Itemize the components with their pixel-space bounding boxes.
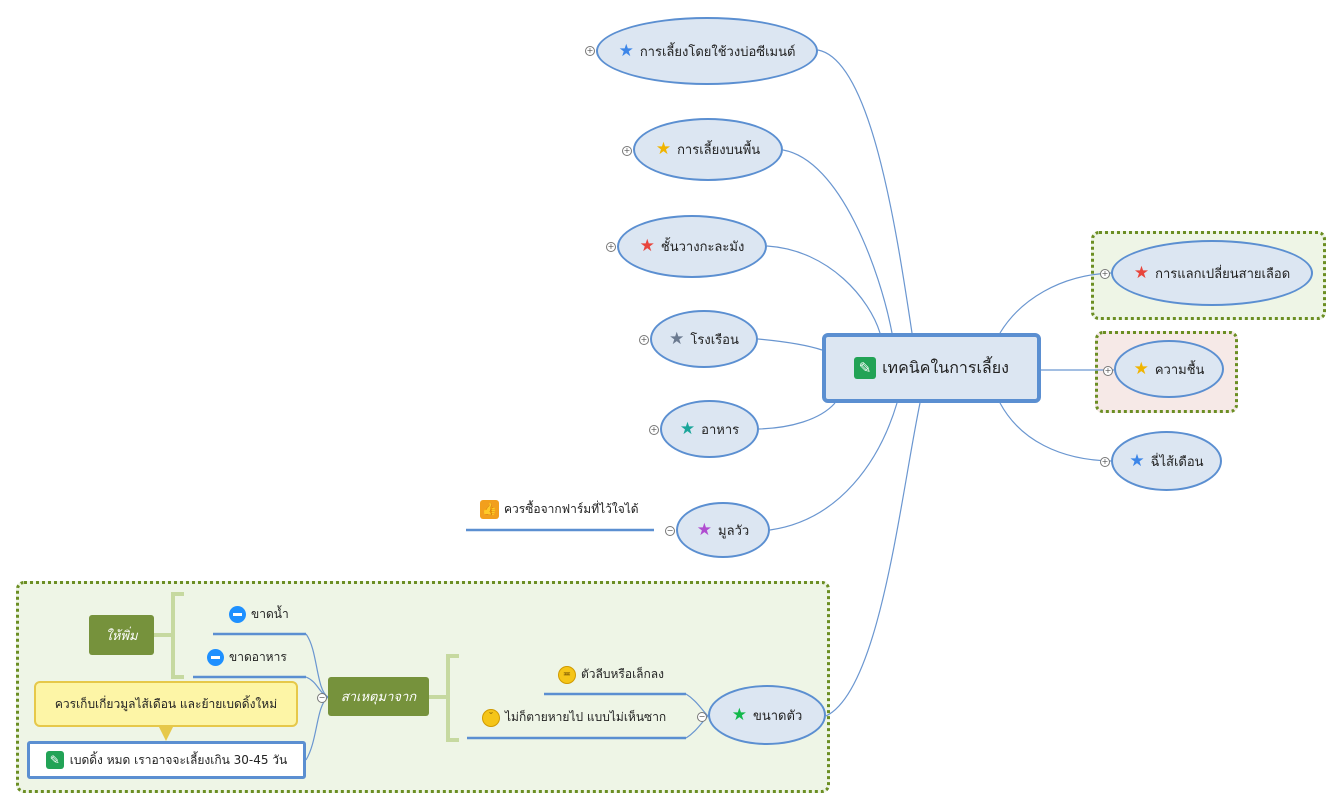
topic-humidity[interactable]: ★ ความชื้น: [1114, 340, 1224, 398]
callout-label: ควรเก็บเกี่ยวมูลไส้เดือน และย้ายเบดดิ้งใ…: [54, 696, 278, 711]
callout-pointer: [158, 725, 174, 741]
topic-label: การเลี้ยงโดยใช้วงบ่อซีเมนต์: [639, 44, 796, 60]
topic-label: การเลี้ยงบนพื้น: [677, 143, 761, 158]
manure-note-label: ควรซื้อจากฟาร์มที่ไว้ใจได้: [504, 502, 639, 516]
star-icon: ★: [1129, 450, 1145, 471]
harvest-callout[interactable]: ควรเก็บเกี่ยวมูลไส้เดือน และย้ายเบดดิ้งใ…: [34, 681, 298, 727]
central-topic-label: เทคนิคในการเลี้ยง: [882, 357, 1009, 377]
minus-icon: [229, 606, 246, 623]
subtopic-label: ไม่ก็ตายหายไป แบบไม่เห็นซาก: [505, 710, 667, 724]
minus-icon: [207, 649, 224, 666]
expand-icon[interactable]: +: [649, 425, 659, 435]
expand-icon[interactable]: +: [1100, 269, 1110, 279]
cause-no-food[interactable]: ขาดอาหาร: [207, 648, 287, 667]
cause-group-box[interactable]: ให้พิ่ม: [89, 615, 154, 655]
star-icon: ★: [679, 418, 696, 439]
cause-box[interactable]: สาเหตุมาจาก: [328, 677, 429, 716]
expand-icon[interactable]: +: [639, 335, 649, 345]
pencil-icon: ✎: [854, 357, 877, 379]
collapse-icon[interactable]: −: [697, 712, 707, 722]
topic-label: ขนาดตัว: [752, 708, 803, 724]
expand-icon[interactable]: +: [622, 146, 632, 156]
topic-basin-shelf[interactable]: ★ ชั้นวางกะละมัง: [617, 215, 767, 278]
topic-cement-ring[interactable]: ★ การเลี้ยงโดยใช้วงบ่อซีเมนต์: [596, 17, 818, 85]
expand-icon[interactable]: +: [606, 242, 616, 252]
manure-note[interactable]: 👍 ควรซื้อจากฟาร์มที่ไว้ใจได้: [480, 500, 639, 519]
star-icon: ★: [1133, 262, 1150, 283]
bedding-note-label: เบดดิ้ง หมด เราอาจจะเลี้ยงเกิน 30-45 วัน: [69, 752, 288, 767]
star-icon: ★: [639, 236, 655, 256]
star-icon: ★: [669, 328, 685, 349]
cause-item-label: ขาดอาหาร: [229, 650, 287, 664]
star-icon: ★: [1133, 358, 1149, 379]
cause-group-label: ให้พิ่ม: [105, 628, 138, 644]
topic-label: โรงเรือน: [690, 332, 739, 348]
neutral-face-icon: ≖: [558, 665, 576, 684]
topic-label: ความชื้น: [1154, 362, 1205, 378]
star-icon: ★: [731, 704, 747, 725]
topic-worm-urine[interactable]: ★ ฉี่ไส้เดือน: [1111, 431, 1222, 491]
topic-shed[interactable]: ★ โรงเรือน: [650, 310, 758, 368]
subtopic-shrink[interactable]: ≖ ตัวลีบหรือเล็กลง: [558, 665, 664, 684]
expand-icon[interactable]: +: [585, 46, 595, 56]
star-icon: ★: [655, 139, 672, 159]
topic-label: อาหาร: [701, 422, 740, 438]
topic-on-floor[interactable]: ★ การเลี้ยงบนพื้น: [633, 118, 783, 181]
collapse-icon[interactable]: −: [317, 693, 327, 703]
subtopic-label: ตัวลีบหรือเล็กลง: [581, 667, 664, 681]
star-icon: ★: [618, 40, 634, 61]
cause-label: สาเหตุมาจาก: [340, 690, 417, 705]
pencil-icon: ✎: [45, 751, 64, 769]
star-icon: ★: [696, 519, 713, 540]
topic-label: การแลกเปลี่ยนสายเลือด: [1155, 266, 1291, 282]
expand-icon[interactable]: +: [1100, 457, 1110, 467]
topic-body-size[interactable]: ★ ขนาดตัว: [708, 685, 826, 745]
subtopic-disappear[interactable]: ˘ ไม่ก็ตายหายไป แบบไม่เห็นซาก: [482, 708, 666, 727]
topic-label: มูลวัว: [718, 523, 750, 539]
collapse-icon[interactable]: −: [665, 526, 675, 536]
topic-food[interactable]: ★ อาหาร: [660, 400, 759, 458]
thumbs-up-icon: 👍: [480, 500, 499, 519]
cause-no-water[interactable]: ขาดน้ำ: [229, 605, 289, 624]
topic-label: ชั้นวางกะละมัง: [660, 240, 745, 255]
expand-icon[interactable]: +: [1103, 366, 1113, 376]
crying-face-icon: ˘: [482, 708, 500, 727]
cause-item-label: ขาดน้ำ: [251, 607, 289, 621]
topic-label: ฉี่ไส้เดือน: [1150, 454, 1204, 470]
bedding-note-box[interactable]: ✎ เบดดิ้ง หมด เราอาจจะเลี้ยงเกิน 30-45 ว…: [27, 741, 306, 779]
central-topic[interactable]: ✎ เทคนิคในการเลี้ยง: [822, 333, 1041, 403]
topic-cow-manure[interactable]: ★ มูลวัว: [676, 502, 770, 558]
topic-bloodline-exchange[interactable]: ★ การแลกเปลี่ยนสายเลือด: [1111, 240, 1313, 306]
